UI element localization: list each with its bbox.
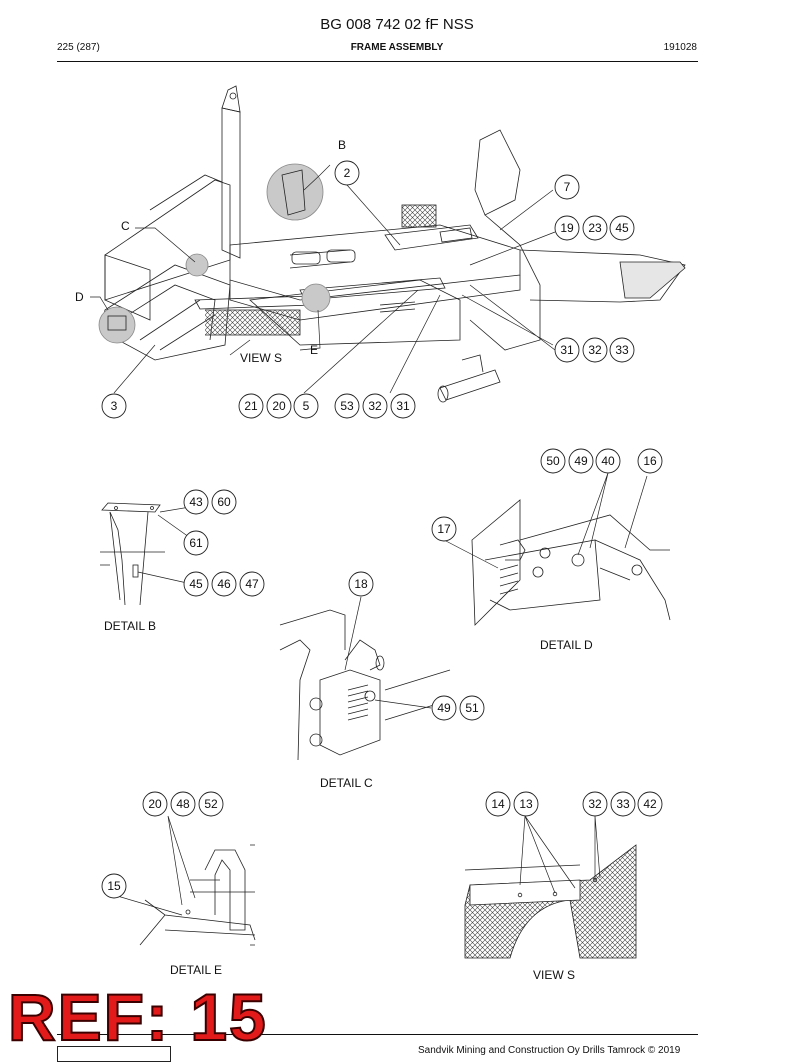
detail-e-caption: DETAIL E: [170, 963, 223, 977]
callout-20: 20: [148, 797, 162, 811]
revision-date: 191028: [663, 42, 697, 53]
callout-31: 31: [560, 343, 574, 357]
callout-45: 45: [189, 577, 203, 591]
callout-31: 31: [396, 399, 410, 413]
callout-52: 52: [204, 797, 218, 811]
callout-20: 20: [272, 399, 286, 413]
callout-48: 48: [176, 797, 190, 811]
view-letter-c: C: [121, 219, 130, 233]
callout-21: 21: [244, 399, 258, 413]
callout-15: 15: [107, 879, 121, 893]
callout-40: 40: [601, 454, 615, 468]
frame-assembly-view: [98, 85, 686, 403]
callout-61: 61: [189, 536, 203, 550]
callout-3: 3: [111, 399, 118, 413]
callout-18: 18: [354, 577, 368, 591]
leader-lines: [90, 164, 648, 916]
detail-c-caption: DETAIL C: [320, 776, 373, 790]
view-letter-e: E: [310, 343, 319, 357]
callout-2: 2: [344, 166, 351, 180]
detail-d-drawing: [471, 499, 671, 626]
detail-b-caption: DETAIL B: [104, 619, 157, 633]
callout-5: 5: [303, 399, 310, 413]
detail-e-drawing: [139, 844, 256, 946]
page-title: FRAME ASSEMBLY: [350, 42, 444, 53]
callout-42: 42: [643, 797, 657, 811]
page-number: 225 (287): [57, 42, 100, 53]
callout-33: 33: [615, 343, 629, 357]
callout-19: 19: [560, 221, 574, 235]
callout-47: 47: [245, 577, 259, 591]
callout-17: 17: [437, 522, 451, 536]
callout-32: 32: [588, 797, 602, 811]
view-letter-b: B: [338, 138, 347, 152]
callout-14: 14: [491, 797, 505, 811]
header-rule: [57, 61, 698, 62]
detail-d-caption: DETAIL D: [540, 638, 593, 652]
ref-stamp: REF: 15: [7, 980, 268, 1054]
view-s-label: VIEW S: [240, 351, 283, 365]
callout-46: 46: [217, 577, 231, 591]
callout-43: 43: [189, 495, 203, 509]
callout-33: 33: [616, 797, 630, 811]
view-s-drawing: [464, 844, 637, 959]
callout-45: 45: [615, 221, 629, 235]
document-id: BG 008 742 02 fF NSS: [320, 16, 474, 33]
detail-b-drawing: [100, 502, 165, 606]
callout-16: 16: [643, 454, 657, 468]
callout-49: 49: [574, 454, 588, 468]
footer-copyright: Sandvik Mining and Construction Oy Drill…: [418, 1045, 681, 1056]
callout-23: 23: [588, 221, 602, 235]
callout-32: 32: [368, 399, 382, 413]
view-letter-d: D: [75, 290, 84, 304]
footer-rule: [57, 1034, 698, 1035]
callout-bubbles: [101, 160, 663, 899]
callout-50: 50: [546, 454, 560, 468]
callout-13: 13: [519, 797, 533, 811]
callout-60: 60: [217, 495, 231, 509]
callout-7: 7: [564, 180, 571, 194]
callout-32: 32: [588, 343, 602, 357]
callout-49: 49: [437, 701, 451, 715]
view-s-caption: VIEW S: [533, 968, 576, 982]
callout-53: 53: [340, 399, 354, 413]
detail-c-drawing: [279, 609, 451, 761]
callout-51: 51: [465, 701, 479, 715]
